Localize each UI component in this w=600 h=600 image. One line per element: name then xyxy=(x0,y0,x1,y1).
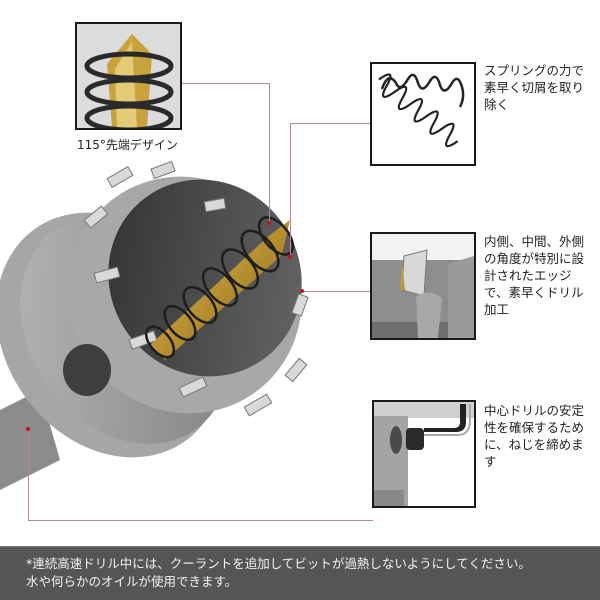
footer-note-line-1: *連続高速ドリル中には、クーラントを追加してビットが過熱しないようにしてください… xyxy=(26,556,531,571)
tip-detail-image xyxy=(75,22,182,130)
drill-tip-with-spring-icon xyxy=(77,24,180,128)
screw-detail-image xyxy=(372,400,476,508)
leader-line-tip-v xyxy=(269,83,270,223)
cutting-edge-closeup-icon xyxy=(372,234,474,338)
leader-line-screw-v xyxy=(28,429,29,520)
tip-caption: 115°先端デザイン xyxy=(77,138,178,152)
hole-saw-illustration xyxy=(0,160,309,490)
leader-line-screw-h xyxy=(28,520,373,521)
leader-line-tip-h xyxy=(182,83,270,84)
screw-feature-text: 中心ドリルの安定性を確保するために、ねじを締めます xyxy=(484,403,585,469)
leader-dot-tip xyxy=(267,221,271,225)
spring-detail-image xyxy=(370,62,476,166)
spring-coil-icon xyxy=(378,73,465,148)
leader-dot-edge xyxy=(300,289,304,293)
coolant-note-footer: *連続高速ドリル中には、クーラントを追加してビットが過熱しないようにしてください… xyxy=(0,546,600,600)
footer-note-line-2: 水や何らかのオイルが使用できます。 xyxy=(26,574,238,589)
spring-feature-text: スプリングの力で素早く切屑を取り除く xyxy=(484,63,585,112)
leader-dot-screw xyxy=(26,427,30,431)
leader-dot-spring xyxy=(288,255,292,259)
leader-line-spring-h xyxy=(290,123,370,124)
edge-feature-text: 内側、中間、外側の角度が特別に設計されたエッジで、素早くドリル加工 xyxy=(484,234,585,317)
leader-line-spring-v xyxy=(290,123,291,257)
edge-detail-image xyxy=(370,232,476,340)
set-screw-hex-key-icon xyxy=(374,402,474,506)
leader-line-edge-h xyxy=(302,291,370,292)
